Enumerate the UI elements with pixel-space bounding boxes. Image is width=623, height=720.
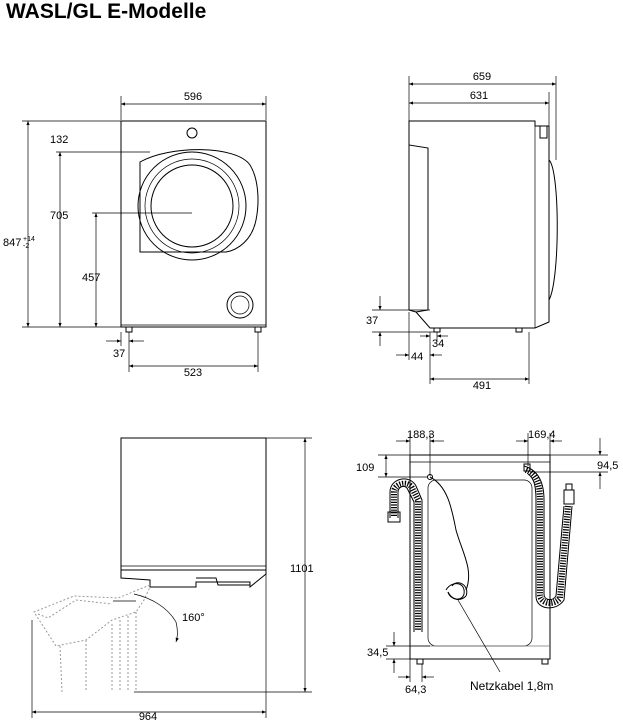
foot-left: [125, 326, 133, 333]
dim-front-total-height: 847: [3, 237, 21, 249]
dim-rear-power-left: 64,3: [405, 684, 426, 696]
dim-front-width: 596: [184, 91, 202, 103]
dim-front-tol-upper: +14: [23, 236, 35, 243]
dim-top-depth: 964: [139, 711, 157, 720]
dim-side-foot-height: 37: [366, 315, 378, 327]
rear-view: Netzkabel 1,8m 188,3 169,4 109 94,5 34,5: [356, 429, 618, 696]
top-view: 160° 1101 964: [31, 437, 314, 720]
dim-side-foot-inset: 44: [411, 351, 423, 363]
front-view: 596 132 705 457 847 +14 -2 37 523: [3, 91, 267, 379]
dim-rear-inlet-top: 109: [356, 462, 374, 474]
dim-front-foot-offset: 37: [113, 348, 125, 360]
foot-right: [254, 326, 262, 333]
dim-side-depth-total: 659: [473, 71, 491, 83]
dim-front-top-offset: 132: [50, 134, 68, 146]
dim-side-foot-span: 491: [473, 380, 491, 392]
side-view: 659 631 37 34 44 491: [366, 71, 558, 392]
dim-rear-drain-right: 169,4: [528, 429, 556, 441]
side-door-bulge: [548, 159, 558, 301]
top-door-hinge: [120, 570, 267, 589]
dim-top-height: 1101: [290, 563, 314, 575]
dim-front-door-height: 705: [50, 210, 68, 222]
open-door-outline: [33, 584, 151, 647]
inlet-connector-icon: [387, 511, 401, 523]
rear-panel: [427, 479, 533, 647]
side-cabinet: [408, 120, 550, 329]
dim-front-tol-lower: -2: [23, 243, 29, 250]
dim-rear-drain-top: 94,5: [597, 460, 618, 472]
front-cabinet: [120, 120, 267, 328]
rear-cabinet: [409, 454, 551, 660]
dim-side-depth-body: 631: [470, 90, 488, 102]
cable-coil: [445, 583, 465, 600]
drain-connector-icon: [563, 489, 575, 505]
power-cable-label: Netzkabel 1,8m: [470, 679, 553, 693]
door-glass: [150, 164, 234, 248]
program-knob-icon: [186, 127, 198, 139]
dim-door-angle: 160°: [182, 612, 205, 624]
page-title: WASL/GL E-Modelle: [6, 0, 207, 23]
dim-rear-inlet-left: 188,3: [407, 429, 435, 441]
door-outer-ring: [137, 151, 247, 261]
inlet-hose: [391, 480, 421, 630]
dim-side-foot-to-front: 34: [432, 338, 444, 350]
dim-rear-power-bottom: 34,5: [367, 647, 388, 659]
door-frame: [139, 149, 259, 253]
top-cabinet: [120, 437, 267, 571]
dim-front-door-center: 457: [82, 272, 100, 284]
filter-cover-icon: [226, 291, 254, 319]
dim-front-foot-span: 523: [184, 367, 202, 379]
power-cable: [429, 476, 470, 591]
